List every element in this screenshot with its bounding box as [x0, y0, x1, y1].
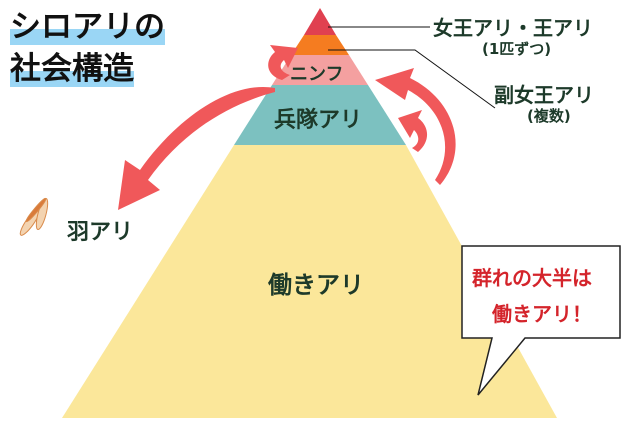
- title-line-1: シロアリの: [10, 9, 165, 45]
- arrow-to-alate: [118, 86, 275, 210]
- winged-ant-icon: [19, 197, 49, 236]
- worker-layer: [62, 145, 557, 418]
- arrow-to-queen: [268, 45, 298, 80]
- queen-king-note: (1匹ずつ): [482, 40, 552, 58]
- arrow-to-soldier: [398, 110, 428, 152]
- arrow-to-nymph: [375, 68, 456, 185]
- soldier-layer: [234, 85, 406, 145]
- subqueen-label: 副女王アリ: [494, 83, 594, 107]
- arrow-group: [118, 45, 456, 210]
- callout-bubble: [461, 245, 621, 396]
- title-line-2: 社会構造: [10, 51, 134, 87]
- queen-king-label: 女王アリ・王アリ: [433, 16, 593, 40]
- subqueen-layer: [291, 35, 349, 55]
- subqueen-leader-line: [328, 49, 496, 109]
- callout-line-2: 働きアリ！: [492, 302, 592, 326]
- queen-layer: [304, 8, 336, 35]
- callout-line-1: 群れの大半は: [472, 266, 592, 290]
- subqueen-note: (複数): [527, 107, 571, 125]
- nymph-layer: [272, 55, 368, 85]
- alate-label: 羽アリ: [67, 220, 134, 245]
- nymph-label: ニンフ: [290, 64, 344, 85]
- worker-label: 働きアリ: [268, 271, 364, 299]
- soldier-label: 兵隊アリ: [274, 108, 363, 133]
